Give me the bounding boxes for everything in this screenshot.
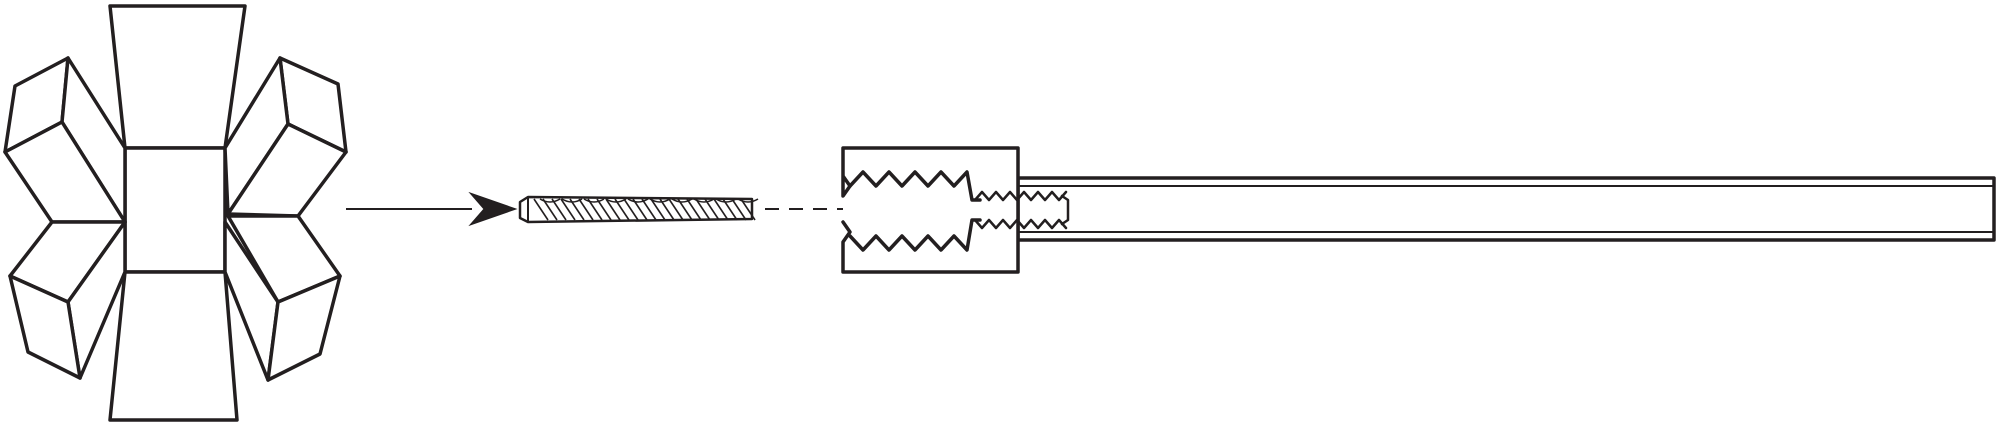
bit-flute-line bbox=[623, 198, 639, 221]
bit-flute-line bbox=[695, 198, 711, 221]
bit-flute-line bbox=[668, 198, 684, 221]
bit-flute-curve bbox=[539, 198, 561, 203]
bit-flute-curve bbox=[737, 198, 759, 203]
bit-flute-line bbox=[596, 198, 612, 221]
thread-bottom-fine bbox=[973, 218, 1068, 230]
chuck-body bbox=[841, 146, 1020, 274]
bit-flute-curve bbox=[627, 198, 649, 203]
chuck-shaft-icon bbox=[841, 146, 1996, 274]
bit-flute-curve bbox=[605, 198, 627, 203]
bit-flute-line bbox=[533, 198, 549, 221]
shaft bbox=[1016, 176, 1996, 242]
thread-top-fine bbox=[973, 190, 1068, 202]
segmented-ring-icon bbox=[3, 4, 348, 422]
bit-flute-line bbox=[560, 198, 576, 221]
ring-segment-center bbox=[123, 146, 227, 274]
bit-flute-curve bbox=[561, 198, 583, 203]
ring-segment-right-6 bbox=[266, 274, 342, 382]
drill-bit-icon bbox=[518, 195, 759, 224]
bit-flute-line bbox=[605, 198, 621, 221]
bit-flute-line bbox=[551, 198, 567, 221]
bit-flute-line bbox=[587, 198, 603, 221]
ring-segment-top bbox=[108, 4, 247, 150]
ring-segment-left-6 bbox=[8, 274, 82, 380]
thread-top-outer bbox=[848, 170, 982, 202]
bit-flute-curve bbox=[583, 198, 605, 203]
bit-flute-curve bbox=[649, 198, 671, 203]
bit-flute-line bbox=[704, 198, 720, 221]
ring-segment-bottom bbox=[108, 270, 239, 422]
bit-flute-line bbox=[686, 198, 702, 221]
bit-flute-curve bbox=[693, 198, 715, 203]
bore-end bbox=[1060, 194, 1070, 226]
bit-flute-line bbox=[740, 198, 756, 221]
bit-flute-line bbox=[713, 198, 729, 221]
bit-flute-curve bbox=[671, 198, 693, 203]
bit-flute-line bbox=[731, 198, 747, 221]
bit-flute-line bbox=[542, 198, 558, 221]
bit-flute-line bbox=[650, 198, 666, 221]
arrow-right-icon bbox=[346, 191, 518, 227]
bit-flute-curve bbox=[715, 198, 737, 203]
bit-flute-line bbox=[578, 198, 594, 221]
bit-flute-line bbox=[641, 198, 657, 221]
thread-bottom-outer bbox=[848, 218, 982, 252]
